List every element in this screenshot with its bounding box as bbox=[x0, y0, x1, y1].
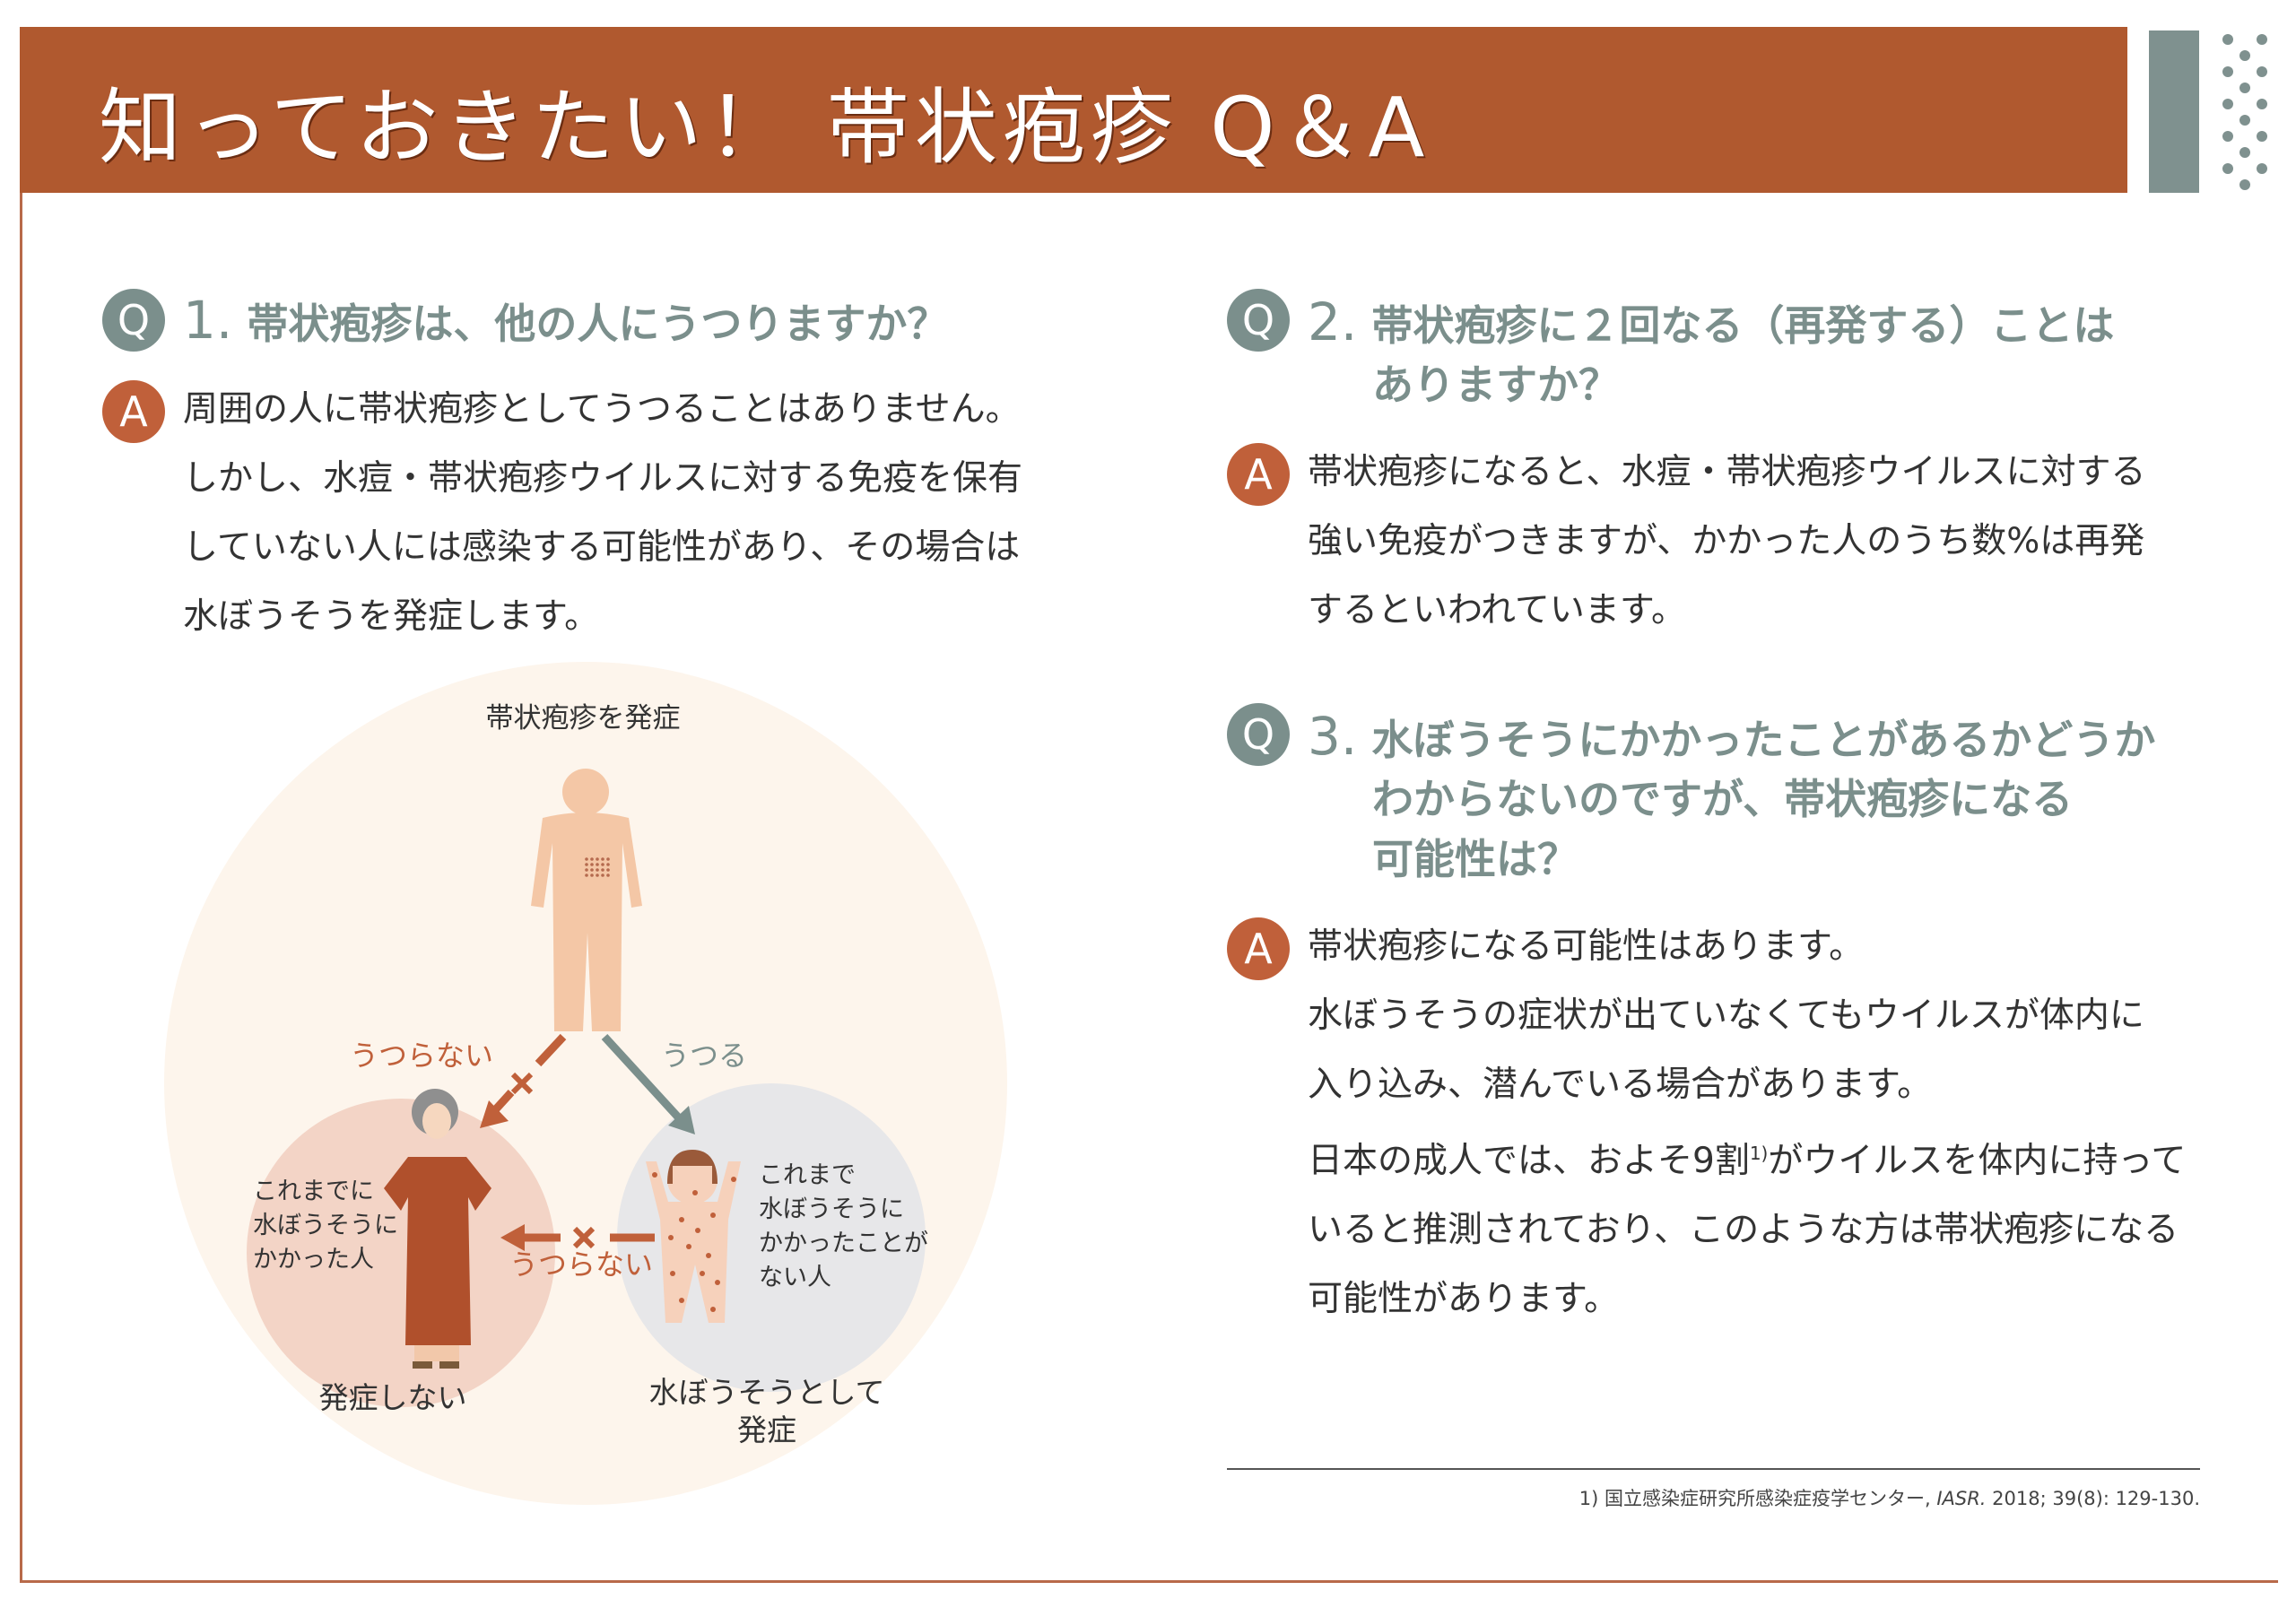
q1-question: 1. 帯状疱疹は、他の人にうつりますか？ bbox=[183, 291, 948, 353]
footnote-text: 1) 国立感染症研究所感染症疫学センター, bbox=[1578, 1488, 1937, 1509]
decorative-dots-icon bbox=[2222, 34, 2267, 190]
arrow-not-transmit-lower-icon bbox=[500, 1224, 655, 1251]
q2-badge: Q bbox=[1227, 289, 1290, 352]
child-with-chickenpox-icon bbox=[646, 1150, 741, 1323]
text-line: 水ぼうそうとして bbox=[648, 1375, 885, 1410]
q1-number: 1. bbox=[183, 290, 233, 351]
a1-badge: A bbox=[102, 380, 165, 443]
text-line: かかったことが bbox=[759, 1230, 928, 1257]
q3-question-line: 水ぼうそうにかかったことがあるかどうか bbox=[1371, 716, 2156, 764]
answer-line: 水ぼうそうを発症します。 bbox=[183, 596, 600, 637]
header-band bbox=[20, 27, 2127, 193]
diagram-top-label: 帯状疱疹を発症 bbox=[485, 702, 681, 734]
decorative-gray-bar bbox=[2149, 30, 2199, 193]
q3-question: 3. 水ぼうそうにかかったことがあるかどうか bbox=[1308, 707, 2155, 769]
text-line: 水ぼうそうに bbox=[759, 1195, 904, 1223]
q1-question-text: 帯状疱疹は、他の人にうつりますか？ bbox=[247, 300, 949, 348]
a2-badge: A bbox=[1227, 443, 1290, 506]
text-line: 発症 bbox=[736, 1412, 796, 1447]
answer-line: 入り込み、潜んでいる場合があります。 bbox=[1308, 1065, 1933, 1105]
answer-line: 水ぼうそうの症状が出ていなくてもウイルスが体内に bbox=[1308, 995, 2144, 1036]
q2-question-line: ありますか？ bbox=[1372, 361, 1620, 409]
answer-line: 強い免疫がつきますが、かかった人のうち数%は再発 bbox=[1308, 521, 2145, 561]
a3-answer: 帯状疱疹になる可能性はあります。 水ぼうそうの症状が出ていなくてもウイルスが体内… bbox=[1308, 912, 2186, 1334]
answer-line: 帯状疱疹になる可能性はあります。 bbox=[1308, 926, 1865, 967]
a1-answer: 周囲の人に帯状疱疹としてうつることはありません。 しかし、水痘・帯状疱疹ウイルス… bbox=[183, 375, 1022, 651]
left-person-description: これまでに 水ぼうそうに かかった人 bbox=[253, 1175, 398, 1277]
answer-line: 帯状疱疹になると、水痘・帯状疱疹ウイルスに対する bbox=[1308, 452, 2146, 492]
arrow-not-transmit-upper-icon bbox=[480, 1033, 567, 1128]
answer-line: しかし、水痘・帯状疱疹ウイルスに対する免疫を保有 bbox=[183, 458, 1023, 499]
rash-icon bbox=[585, 857, 610, 877]
page-border bbox=[20, 27, 2278, 1583]
q3-badge: Q bbox=[1227, 703, 1290, 766]
left-result: 発症しない bbox=[318, 1380, 467, 1415]
footnote: 1) 国立感染症研究所感染症疫学センター, IASR. 2018; 39(8):… bbox=[1579, 1484, 2200, 1511]
q2-question-line: 帯状疱疹に２回なる（再発する）ことは bbox=[1371, 301, 2115, 350]
footnote-citation: 2018; 39(8): 129-130. bbox=[1986, 1488, 2200, 1509]
text-line: かかった人 bbox=[253, 1246, 374, 1273]
answer-line: 日本の成人では、およそ9割1)がウイルスを体内に持って bbox=[1308, 1119, 2186, 1195]
q3-question-line: わからないのですが、帯状疱疹になる bbox=[1372, 775, 2074, 823]
label-not-transmit-upper: うつらない bbox=[349, 1039, 494, 1073]
answer-line: 可能性があります。 bbox=[1308, 1279, 1620, 1319]
page-title: 知っておきたい！ 帯状疱疹 Q＆A bbox=[99, 80, 1431, 176]
footnote-ref: 1) bbox=[1749, 1143, 1769, 1164]
arrow-transmits-icon bbox=[601, 1033, 695, 1134]
a2-answer: 帯状疱疹になると、水痘・帯状疱疹ウイルスに対する 強い免疫がつきますが、かかった… bbox=[1308, 438, 2145, 645]
answer-line: していない人には感染する可能性があり、その場合は bbox=[183, 527, 1021, 568]
footnote-divider bbox=[1227, 1468, 2200, 1470]
right-result: 水ぼうそうとして 発症 bbox=[648, 1374, 884, 1449]
right-person-description: これまで 水ぼうそうに かかったことが ない人 bbox=[759, 1159, 928, 1295]
q2-number: 2. bbox=[1308, 291, 1358, 352]
label-not-transmit-lower: うつらない bbox=[509, 1247, 654, 1282]
answer-line: するといわれています。 bbox=[1308, 590, 1686, 630]
text-line: ない人 bbox=[759, 1264, 831, 1291]
text-part: がウイルスを体内に持って bbox=[1768, 1141, 2187, 1181]
q1-badge: Q bbox=[102, 289, 165, 352]
q3-question-line: 可能性は？ bbox=[1372, 835, 1578, 883]
elderly-woman-icon bbox=[384, 1089, 491, 1369]
text-part: 日本の成人では、およそ9割 bbox=[1308, 1141, 1750, 1181]
a3-badge: A bbox=[1227, 917, 1290, 980]
q3-number: 3. bbox=[1308, 706, 1358, 767]
footnote-journal: IASR. bbox=[1936, 1488, 1987, 1509]
answer-line: いると推測されており、このような方は帯状疱疹になる bbox=[1308, 1210, 2179, 1250]
text-line: 水ぼうそうに bbox=[253, 1212, 398, 1239]
q2-question: 2. 帯状疱疹に２回なる（再発する）ことは bbox=[1308, 292, 2114, 355]
shingles-person-icon bbox=[531, 769, 642, 1031]
text-line: これまで bbox=[759, 1161, 856, 1189]
label-transmits: うつる bbox=[660, 1039, 748, 1073]
transmission-diagram bbox=[164, 662, 1007, 1505]
text-line: これまでに bbox=[253, 1178, 374, 1205]
answer-line: 周囲の人に帯状疱疹としてうつることはありません。 bbox=[183, 389, 1021, 430]
